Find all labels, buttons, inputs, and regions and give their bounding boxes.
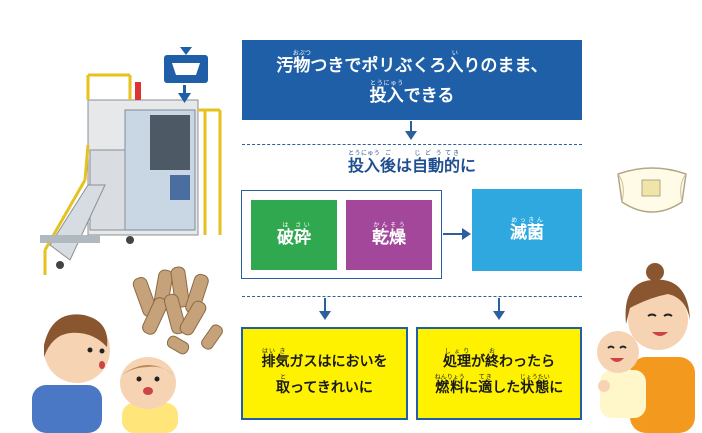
furigana-word: 入い	[446, 50, 464, 76]
text-segment: できる	[403, 86, 455, 106]
text-segment: ガスはにおいを	[289, 353, 388, 370]
arrow-down-1-stem	[410, 121, 412, 133]
arrow-down-icon	[493, 311, 505, 320]
exhaust-line1: 排はい気きガスはにおいを	[262, 348, 388, 374]
arrow-right-stem	[443, 233, 463, 235]
mother-with-baby-illustration	[597, 263, 695, 433]
exhaust-line2: 取とってきれいに	[276, 374, 373, 400]
top-step-box: 汚物おぶつつきでポリぶくろ入いりのまま、 投入とうにゅうできる	[242, 40, 582, 120]
furigana-word: 排はい	[261, 347, 276, 370]
text-segment: が	[471, 353, 485, 370]
divider-bottom	[242, 296, 582, 297]
arrow-down-icon	[319, 311, 331, 320]
furigana-word: 処理しょり	[443, 347, 471, 370]
arrow-down-3-stem	[498, 298, 500, 312]
text-segment: 汚	[276, 56, 294, 76]
text-segment: つきでポリぶくろ	[310, 56, 447, 76]
furigana-word: 燥そう	[389, 222, 406, 248]
furigana-word: 破は	[277, 222, 294, 248]
furigana-word: 乾かん	[372, 222, 389, 248]
auto-process-label: 投入とうにゅう後ごは自動じどう的てきに	[242, 150, 582, 176]
text-segment: りのまま、	[463, 56, 548, 76]
furigana-word: 後ご	[379, 150, 396, 175]
text-segment: に	[549, 379, 564, 396]
arrow-down-icon	[405, 131, 417, 140]
text-segment: に	[460, 156, 477, 175]
text-segment: に	[464, 379, 479, 396]
fuel-line1: 処理しょりが終おわったら	[443, 348, 555, 374]
exhaust-result-box: 排はい気きガスはにおいを 取とってきれいに	[241, 327, 408, 420]
processing-machine-illustration	[40, 73, 222, 275]
diaper-illustration	[617, 167, 687, 213]
text-segment: ってきれいに	[290, 379, 373, 396]
divider-top	[242, 144, 582, 145]
furigana-word: 取と	[276, 373, 291, 396]
fuel-result-box: 処理しょりが終おわったら 燃料ねんりょうに適てきした状態じょうたいに	[416, 327, 582, 420]
furigana-word: 砕さい	[294, 222, 311, 248]
furigana-word: 気き	[275, 347, 290, 370]
text-segment: した	[492, 379, 521, 396]
top-step-line2: 投入とうにゅうできる	[370, 80, 455, 110]
furigana-word: 菌きん	[527, 217, 544, 243]
furigana-word: 投入とうにゅう	[347, 150, 380, 175]
furigana-word: 状態じょうたい	[519, 373, 550, 396]
dry-step-box: 乾かん燥そう	[346, 200, 432, 270]
diaper-bag-icon	[164, 47, 208, 103]
furigana-word: 的てき	[444, 150, 461, 175]
furigana-word: 自動じどう	[412, 150, 445, 175]
furigana-word: 滅めっ	[510, 217, 527, 243]
text-segment: わったら	[499, 353, 555, 370]
text-segment: は	[395, 156, 412, 175]
fuel-line2: 燃料ねんりょうに適てきした状態じょうたいに	[435, 374, 564, 400]
arrow-right-icon	[462, 228, 471, 240]
fuel-pellets-illustration	[132, 266, 223, 355]
furigana-word: 投入とうにゅう	[369, 80, 404, 106]
furigana-word: 燃料ねんりょう	[434, 373, 465, 396]
child-and-baby-illustration	[32, 314, 178, 433]
top-step-line1: 汚物おぶつつきでポリぶくろ入いりのまま、	[276, 50, 547, 80]
sterilize-step-box: 滅めっ菌きん	[472, 189, 582, 271]
arrow-down-2-stem	[324, 298, 326, 312]
furigana-word: 物おぶつ	[292, 50, 311, 76]
crush-step-box: 破は砕さい	[251, 200, 337, 270]
furigana-word: 終お	[485, 347, 499, 370]
furigana-word: 適てき	[478, 373, 493, 396]
